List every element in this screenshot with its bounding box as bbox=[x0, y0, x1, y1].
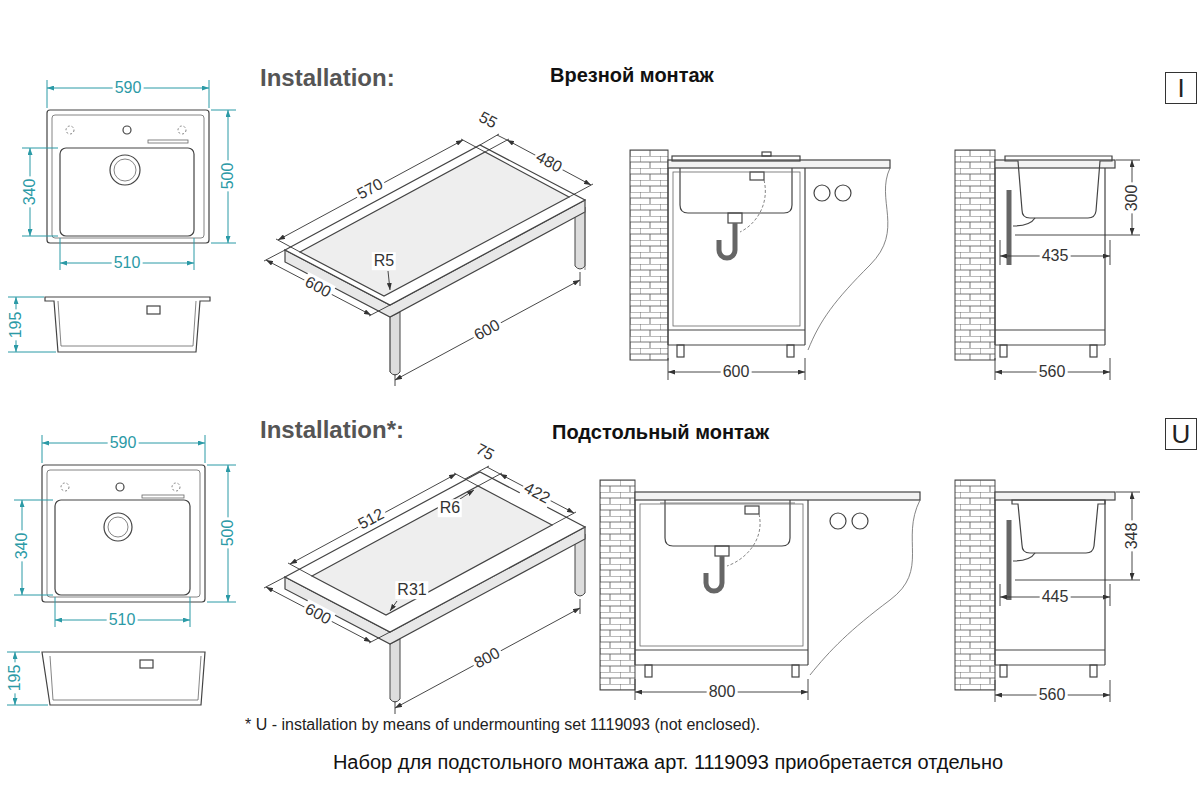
dimension: 590 bbox=[108, 434, 139, 452]
footnote: * U - installation by means of undermoun… bbox=[243, 716, 762, 734]
section-letter: I bbox=[1177, 75, 1184, 101]
dimension: 300 bbox=[1123, 183, 1141, 214]
dimension: 600 bbox=[469, 315, 504, 345]
dimension: 500 bbox=[219, 518, 237, 549]
dimension: 348 bbox=[1123, 521, 1141, 552]
cabinet-front-top bbox=[630, 150, 890, 380]
footnote: Набор для подстольного монтажа арт. 1119… bbox=[331, 751, 1005, 773]
countertop-iso-bottom bbox=[285, 472, 585, 702]
dimension: 800 bbox=[469, 643, 504, 673]
sink-plan-top bbox=[47, 110, 209, 243]
cabinet-side-top bbox=[955, 150, 1140, 380]
plan-dimensions-top bbox=[22, 80, 236, 270]
section-heading: Подстольный монтаж bbox=[550, 421, 771, 443]
dimension: 800 bbox=[707, 683, 738, 701]
dimension: 445 bbox=[1040, 588, 1071, 606]
section-marker-box: U bbox=[1165, 418, 1197, 450]
dimension: 590 bbox=[113, 79, 144, 97]
countertop-iso-top bbox=[285, 145, 585, 375]
dimension: 510 bbox=[112, 254, 143, 272]
iso-dimensions-top bbox=[264, 134, 593, 386]
section-letter: U bbox=[1172, 421, 1191, 447]
section-marker-box: I bbox=[1165, 72, 1197, 104]
dimension: 600 bbox=[721, 363, 752, 381]
dimension: 340 bbox=[21, 177, 39, 208]
dimension: 510 bbox=[107, 611, 138, 629]
plan-dimensions-bottom bbox=[14, 435, 236, 627]
section-heading: Врезной монтаж bbox=[548, 64, 716, 86]
dimension: 560 bbox=[1037, 363, 1068, 381]
sink-plan-bottom bbox=[42, 465, 205, 602]
dimension: 195 bbox=[7, 310, 25, 341]
sink-side-top bbox=[8, 297, 210, 352]
dimension: 340 bbox=[13, 531, 31, 562]
dimension: 195 bbox=[6, 663, 24, 694]
cabinet-side-bottom bbox=[955, 480, 1140, 702]
section-heading: Installation*: bbox=[258, 417, 406, 443]
cabinet-front-bottom bbox=[600, 480, 920, 700]
dimension: 480 bbox=[531, 147, 566, 177]
radius-label: R6 bbox=[438, 499, 462, 517]
radius-label: R31 bbox=[395, 581, 428, 599]
dimension: 435 bbox=[1040, 247, 1071, 265]
dimension: 560 bbox=[1037, 686, 1068, 704]
radius-label: R5 bbox=[372, 252, 396, 270]
dimension: 75 bbox=[471, 439, 499, 465]
dimension: 500 bbox=[219, 161, 237, 192]
section-heading: Installation: bbox=[258, 65, 397, 91]
dimension: 55 bbox=[474, 107, 502, 133]
iso-dimensions-bottom bbox=[264, 466, 580, 714]
sink-side-bottom bbox=[7, 652, 205, 705]
